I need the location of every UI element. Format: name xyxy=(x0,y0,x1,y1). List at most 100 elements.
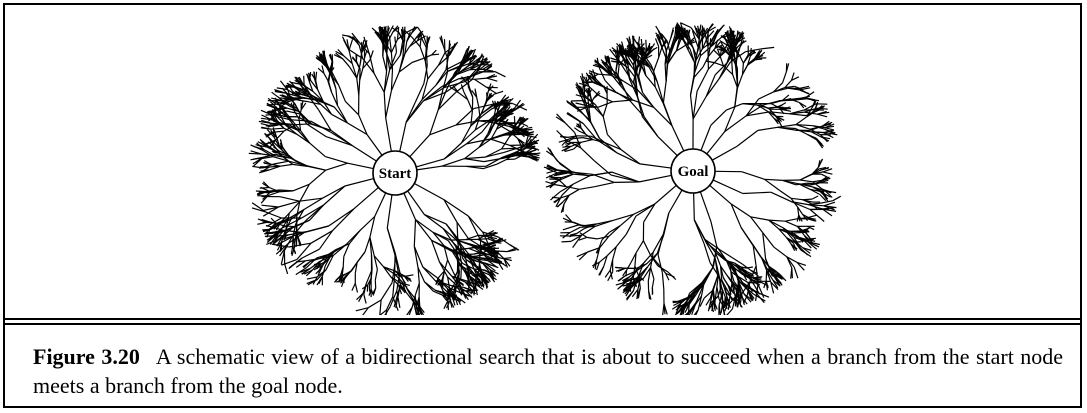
tree-branch xyxy=(509,244,520,251)
tree-branch xyxy=(421,84,437,101)
tree-branch xyxy=(359,68,364,81)
tree-branch xyxy=(474,121,488,131)
tree-branch xyxy=(265,131,274,138)
tree-branch xyxy=(398,56,404,73)
tree-branch xyxy=(585,133,594,141)
tree-branch xyxy=(574,132,582,149)
tree-branch xyxy=(730,271,735,282)
tree-branch xyxy=(734,64,739,85)
tree-branch xyxy=(713,300,716,311)
tree-branch xyxy=(383,40,392,53)
tree-branch xyxy=(569,232,577,238)
tree-branch xyxy=(485,151,505,158)
tree-branch xyxy=(683,40,691,50)
tree-branch xyxy=(498,99,505,106)
tree-branch xyxy=(282,226,295,232)
tree-branch xyxy=(276,87,288,91)
tree-branch xyxy=(267,97,277,105)
tree-branch xyxy=(676,38,680,51)
tree-branch xyxy=(739,35,744,49)
tree-branch xyxy=(380,40,388,55)
tree-branch xyxy=(463,91,469,100)
tree-branch xyxy=(301,248,320,259)
tree-branch xyxy=(489,269,499,275)
tree-branch xyxy=(363,36,370,55)
tree-branch xyxy=(592,69,597,80)
tree-branch xyxy=(790,98,800,104)
tree-branch xyxy=(690,27,700,40)
tree-branch xyxy=(406,287,416,299)
tree-branch xyxy=(354,262,358,274)
tree-branch xyxy=(579,232,588,238)
tree-branch xyxy=(572,175,591,185)
tree-branch xyxy=(643,251,654,264)
tree-branch xyxy=(714,258,719,276)
tree-branch xyxy=(342,58,350,68)
tree-branch xyxy=(557,171,572,174)
tree-branch xyxy=(587,97,590,109)
tree-branch xyxy=(712,246,718,267)
tree-branch xyxy=(695,280,705,295)
tree-branch xyxy=(422,34,428,47)
tree-branch xyxy=(423,213,447,225)
tree-branch xyxy=(442,228,457,241)
tree-branch xyxy=(654,184,678,205)
tree-branch xyxy=(431,240,441,263)
tree-branch xyxy=(375,32,385,42)
tree-branch xyxy=(267,191,280,197)
tree-branch xyxy=(446,57,449,73)
tree-branch xyxy=(719,48,723,57)
tree-branch xyxy=(436,277,444,291)
tree-branch xyxy=(596,220,613,225)
tree-branch xyxy=(442,45,448,58)
tree-branch xyxy=(355,307,369,312)
tree-branch xyxy=(755,49,761,58)
tree-branch xyxy=(469,277,475,288)
tree-branch xyxy=(414,83,425,103)
tree-branch xyxy=(368,53,375,74)
tree-branch xyxy=(606,64,613,76)
tree-branch xyxy=(586,236,598,240)
tree-branch xyxy=(296,133,311,144)
tree-branch xyxy=(308,169,327,185)
tree-branch xyxy=(819,194,827,202)
tree-branch xyxy=(806,107,813,117)
tree-branch xyxy=(455,108,475,126)
tree-branch xyxy=(711,145,738,162)
tree-branch xyxy=(766,269,774,281)
tree-branch xyxy=(389,36,392,53)
tree-branch xyxy=(317,67,325,74)
tree-branch xyxy=(429,109,439,135)
tree-branch xyxy=(706,30,715,39)
tree-branch xyxy=(489,232,498,237)
tree-branch xyxy=(455,66,473,75)
tree-branch xyxy=(383,266,392,278)
tree-branch xyxy=(694,25,700,40)
tree-branch xyxy=(731,265,743,275)
tree-branch xyxy=(645,39,648,52)
tree-branch xyxy=(705,241,716,259)
caption-divider-top xyxy=(5,318,1080,320)
tree-branch xyxy=(764,178,781,191)
tree-branch xyxy=(693,66,704,78)
tree-branch xyxy=(296,201,301,218)
tree-branch xyxy=(432,231,451,241)
tree-branch xyxy=(483,99,488,108)
tree-branch xyxy=(753,284,761,295)
tree-branch xyxy=(274,122,285,126)
tree-branch xyxy=(356,251,366,263)
tree-branch xyxy=(469,62,479,71)
tree-branch xyxy=(266,117,277,122)
tree-branch xyxy=(370,268,373,279)
tree-branch xyxy=(757,126,778,131)
tree-branch xyxy=(279,147,292,159)
tree-branch xyxy=(757,104,769,109)
tree-branch xyxy=(645,75,656,88)
tree-branch xyxy=(469,57,476,64)
tree-branch xyxy=(383,26,391,38)
tree-branch xyxy=(731,34,734,45)
tree-branch xyxy=(383,69,391,93)
tree-branch xyxy=(594,59,603,69)
tree-branch xyxy=(317,267,323,276)
tree-branch xyxy=(745,104,764,117)
